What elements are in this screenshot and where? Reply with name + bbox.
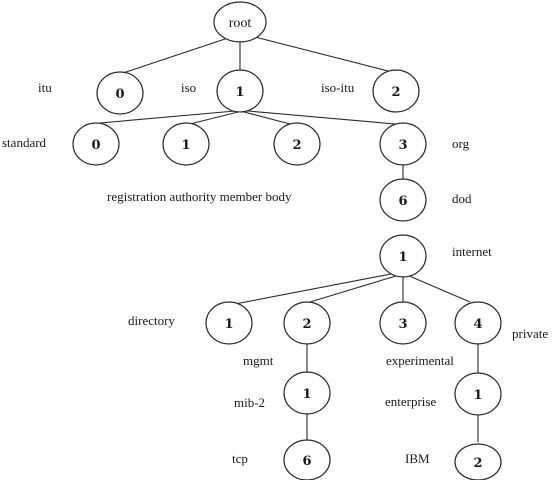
node-dod-number: 6 bbox=[398, 194, 407, 209]
node-enterprise-number: 1 bbox=[473, 388, 482, 403]
label-tcp: tcp bbox=[232, 451, 248, 466]
node-org: 3 bbox=[379, 122, 427, 166]
node-private-number: 4 bbox=[473, 317, 482, 332]
label-itu: itu bbox=[38, 80, 52, 95]
node-root: root bbox=[213, 1, 267, 43]
node-tcp: 6 bbox=[283, 439, 331, 480]
label-mgmt: mgmt bbox=[243, 353, 274, 368]
node-enterprise: 1 bbox=[454, 372, 502, 416]
node-internet: 1 bbox=[379, 234, 427, 278]
label-iso-itu: iso-itu bbox=[321, 80, 355, 95]
label-experimental: experimental bbox=[386, 353, 454, 368]
edge-internet-private bbox=[406, 274, 471, 303]
node-iso-itu-number: 2 bbox=[391, 85, 400, 100]
label-dod: dod bbox=[452, 191, 472, 206]
label-org: org bbox=[452, 136, 470, 151]
node-org-number: 3 bbox=[398, 138, 407, 153]
node-itu-number: 0 bbox=[115, 87, 124, 102]
edge-iso-reg bbox=[189, 111, 239, 125]
edge-internet-mgmt bbox=[309, 274, 400, 303]
node-mgmt: 2 bbox=[283, 301, 331, 345]
label-ibm: IBM bbox=[405, 451, 430, 466]
label-registration-member: registration authority member body bbox=[107, 189, 292, 204]
node-directory-number: 1 bbox=[224, 317, 233, 332]
label-private: private bbox=[512, 326, 548, 341]
label-standard: standard bbox=[2, 135, 47, 150]
node-experimental-number: 3 bbox=[398, 317, 407, 332]
edge-internet-directory bbox=[234, 272, 397, 305]
edge-iso-org bbox=[247, 110, 396, 125]
node-mib-2-number: 1 bbox=[302, 387, 311, 402]
node-experimental: 3 bbox=[379, 301, 427, 345]
label-directory: directory bbox=[128, 313, 175, 328]
edge-root-isoitu bbox=[254, 36, 393, 73]
node-registration-authority-number: 1 bbox=[181, 138, 190, 153]
node-itu: 0 bbox=[96, 71, 144, 115]
node-standard: 0 bbox=[72, 122, 120, 166]
node-ibm: 2 bbox=[454, 443, 502, 480]
edge-iso-member bbox=[243, 111, 291, 125]
label-iso: iso bbox=[181, 80, 196, 95]
node-standard-number: 0 bbox=[91, 138, 100, 153]
edge-iso-standard bbox=[99, 110, 236, 124]
node-ibm-number: 2 bbox=[473, 456, 482, 471]
node-iso-itu: 2 bbox=[372, 69, 420, 113]
node-iso: 1 bbox=[216, 69, 264, 113]
label-enterprise: enterprise bbox=[385, 394, 436, 409]
node-tcp-number: 6 bbox=[302, 454, 311, 469]
node-member-body-number: 2 bbox=[292, 138, 301, 153]
label-internet: internet bbox=[452, 244, 492, 259]
node-member-body: 2 bbox=[273, 122, 321, 166]
node-private: 4 bbox=[454, 301, 502, 345]
node-dod: 6 bbox=[379, 178, 427, 222]
node-root-label: root bbox=[229, 16, 252, 31]
node-internet-number: 1 bbox=[398, 250, 407, 265]
node-iso-number: 1 bbox=[235, 85, 244, 100]
node-registration-authority: 1 bbox=[162, 122, 210, 166]
edge-root-itu bbox=[119, 37, 229, 75]
node-mgmt-number: 2 bbox=[302, 317, 311, 332]
label-mib-2: mib-2 bbox=[234, 395, 265, 410]
node-directory: 1 bbox=[205, 301, 253, 345]
node-mib-2: 1 bbox=[283, 371, 331, 415]
